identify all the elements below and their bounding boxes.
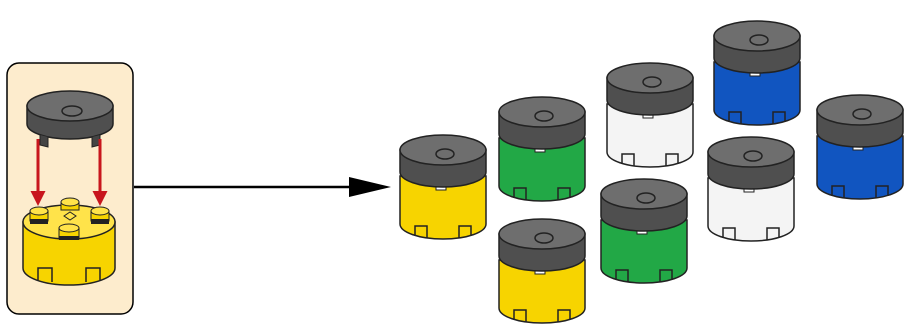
- green-round-brick-piece: [498, 96, 586, 202]
- assembly-step-panel: [6, 62, 134, 315]
- round-tile-cap-icon: [26, 90, 114, 148]
- blue-round-brick-piece: [713, 20, 801, 126]
- round-brick-base-icon: [22, 197, 116, 286]
- yellow-round-brick-piece: [399, 134, 487, 240]
- stud-icon: [60, 197, 80, 211]
- finished-pieces: [399, 20, 904, 324]
- white-round-brick-piece: [606, 62, 694, 168]
- result-connector-arrow: [134, 177, 391, 197]
- stud-icon: [29, 206, 49, 224]
- stud-icon: [58, 223, 80, 240]
- blue-round-brick-piece: [816, 94, 904, 200]
- white-round-brick-piece: [707, 136, 795, 242]
- stud-icon: [90, 206, 110, 224]
- yellow-round-brick-piece: [498, 218, 586, 324]
- green-round-brick-piece: [600, 178, 688, 284]
- insert-down-arrow-icon: [30, 139, 108, 206]
